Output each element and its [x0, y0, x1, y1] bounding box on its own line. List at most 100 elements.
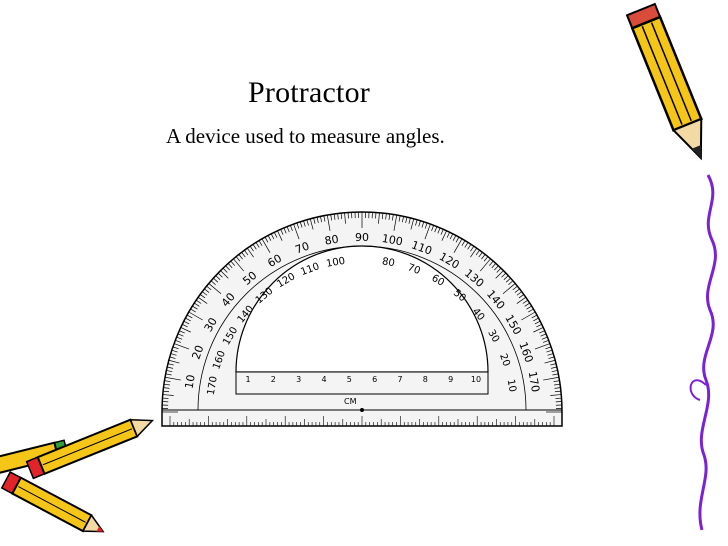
degree-tick: [186, 314, 193, 319]
outer-scale-label: 170: [526, 370, 542, 393]
degree-tick: [182, 324, 188, 328]
degree-tick: [162, 394, 174, 396]
degree-tick: [470, 247, 478, 258]
degree-tick: [544, 359, 556, 364]
inner-scale-label: 70: [406, 262, 422, 277]
ruler-number: 3: [296, 375, 301, 384]
degree-tick: [289, 225, 293, 232]
pencil-icon-red: [0, 471, 105, 533]
vine-line: [698, 174, 717, 531]
degree-tick: [235, 256, 241, 262]
degree-tick: [541, 336, 548, 340]
degree-tick: [267, 235, 272, 241]
degree-tick: [340, 213, 343, 220]
degree-tick: [533, 327, 544, 333]
inner-scale-arc: [197, 245, 527, 411]
degree-tick: [531, 314, 538, 319]
ruler-number: 9: [448, 375, 453, 384]
degree-tick: [168, 359, 180, 364]
degree-tick: [545, 346, 552, 350]
degree-tick: [553, 380, 560, 382]
degree-tick: [179, 330, 185, 334]
degree-tick: [478, 252, 483, 258]
degree-tick: [286, 226, 290, 233]
degree-tick: [546, 349, 553, 353]
degree-tick: [188, 311, 203, 321]
degree-tick: [554, 390, 561, 393]
degree-tick: [233, 258, 244, 272]
outer-scale-label: 70: [294, 240, 312, 257]
ruler-number: 10: [471, 375, 481, 384]
degree-tick: [548, 356, 555, 359]
degree-tick: [440, 229, 444, 235]
degree-tick: [501, 272, 507, 278]
outer-scale-label: 80: [324, 233, 340, 248]
degree-tick: [437, 227, 441, 234]
degree-tick: [183, 320, 190, 325]
degree-tick: [554, 387, 561, 389]
degree-tick: [491, 263, 497, 269]
degree-tick: [540, 333, 547, 337]
degree-tick: [277, 230, 283, 241]
degree-tick: [524, 302, 530, 307]
degree-tick: [503, 275, 509, 280]
outer-scale-label: 20: [190, 344, 207, 362]
degree-tick: [164, 380, 171, 382]
degree-tick: [165, 373, 172, 376]
degree-tick: [521, 311, 536, 321]
degree-tick: [217, 272, 223, 278]
degree-tick: [388, 213, 391, 220]
degree-tick: [550, 366, 557, 369]
degree-tick: [516, 291, 522, 296]
degree-tick: [337, 213, 339, 220]
degree-tick: [542, 339, 549, 343]
degree-tick: [333, 213, 336, 220]
degree-tick: [204, 288, 210, 293]
degree-tick: [163, 390, 170, 393]
pencil-icon-top-right: [625, 2, 703, 161]
outer-scale-label: 30: [202, 315, 220, 334]
inner-scale-label: 80: [381, 256, 395, 269]
degree-tick: [225, 265, 230, 271]
degree-tick: [481, 254, 486, 260]
pencil-icon-cross: [25, 418, 155, 480]
degree-tick: [249, 245, 254, 252]
degree-tick: [274, 232, 278, 238]
degree-tick: [255, 242, 260, 248]
degree-tick: [197, 296, 208, 304]
degree-tick: [547, 353, 554, 356]
degree-tick: [421, 221, 425, 228]
ruler-number: 2: [271, 375, 276, 384]
degree-tick: [393, 214, 398, 231]
degree-tick: [464, 242, 469, 248]
degree-tick: [194, 302, 200, 307]
degree-tick: [206, 285, 212, 291]
degree-tick: [163, 383, 170, 386]
degree-tick: [299, 221, 303, 228]
page-title: Protractor: [248, 76, 370, 109]
degree-tick: [261, 238, 271, 253]
unit-label: CM: [344, 397, 357, 406]
degree-tick: [495, 270, 504, 279]
degree-tick: [522, 299, 529, 304]
degree-tick: [230, 260, 235, 266]
degree-tick: [418, 220, 421, 227]
degree-tick: [175, 339, 182, 343]
inner-scale-label: 100: [325, 256, 346, 270]
degree-tick: [215, 275, 221, 280]
degree-tick: [199, 294, 206, 299]
degree-tick: [166, 370, 173, 373]
degree-tick: [177, 333, 184, 337]
degree-tick: [246, 247, 254, 258]
degree-tick: [539, 330, 545, 334]
ruler-number: 8: [423, 375, 428, 384]
degree-tick: [320, 216, 323, 223]
degree-tick: [222, 267, 228, 273]
degree-tick: [470, 245, 475, 252]
degree-tick: [220, 270, 229, 279]
degree-tick: [483, 256, 489, 262]
ruler-number: 1: [245, 375, 250, 384]
degree-tick: [344, 212, 346, 224]
